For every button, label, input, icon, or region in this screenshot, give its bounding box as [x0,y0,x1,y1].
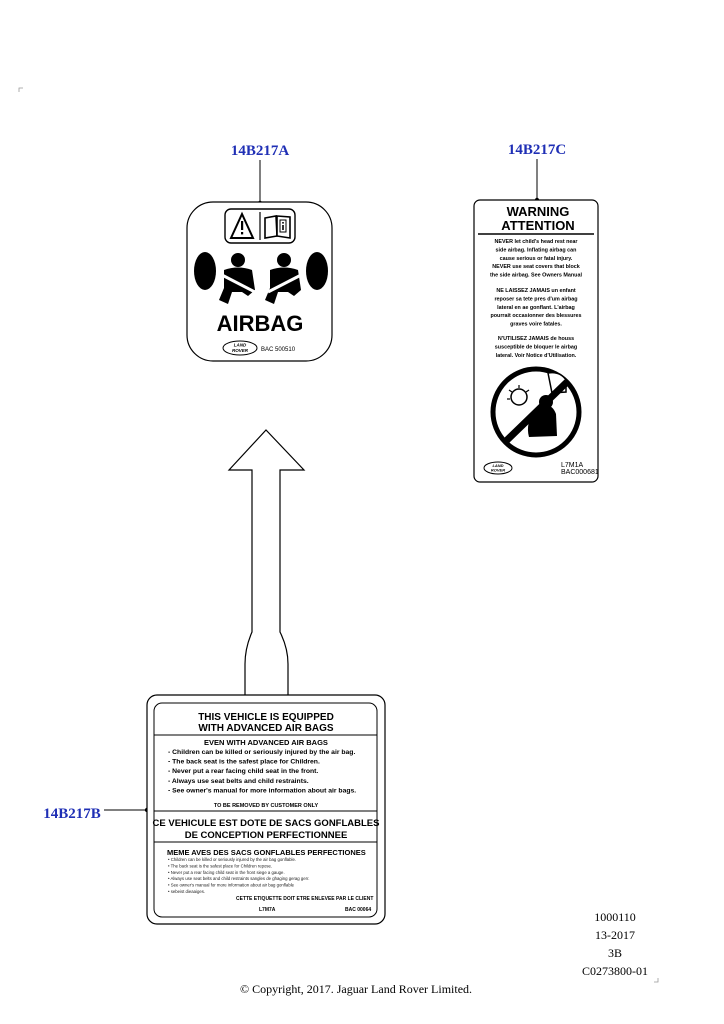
warning-line-french: NE LAISSEZ JAMAIS un enfant [496,288,576,294]
label-heading-french: DE CONCEPTION PERFECTIONNEE [185,830,348,841]
warning-line: the side airbag. See Owners Manual [490,273,582,279]
part-number: BAC 00064 [345,907,371,913]
label-heading: THIS VEHICLE IS EQUIPPED [198,712,334,723]
part-number: BAC 500510 [261,347,296,353]
airbag-text: AIRBAG [217,311,304,336]
warning-text-english: NEVER let child's head rest near side air… [490,239,582,279]
illustration-id: C0273800-01 [582,964,648,978]
warning-bullets-english: - Children can be killed or seriously in… [168,749,356,794]
part-number: BAC000681 [561,469,599,476]
ref-section: 3B [608,946,622,960]
land-rover-logo: LAND ROVER [222,340,258,356]
warning-line: NEVER let child's head rest near [494,239,578,245]
removal-note: TO BE REMOVED BY CUSTOMER ONLY [214,803,319,809]
bullet-item: - The back seat is the safest place for … [168,759,320,766]
attention-title: ATTENTION [501,218,574,233]
label-code: L7M7A [259,907,276,913]
warning-line-french: lateral en ae gonflant. L'airbag [497,305,575,311]
bullet-item: - Children can be killed or seriously in… [168,749,355,756]
land-rover-logo: LAND ROVER [483,461,513,475]
copyright: © Copyright, 2017. Jaguar Land Rover Lim… [240,982,472,996]
install-direction-arrow [227,429,306,695]
owners-manual-icon [264,215,291,239]
ref-date: 13-2017 [595,928,635,942]
warning-line-french: reposer sa tete pres d'um airbag [494,296,577,302]
bullet-item-french: • sebeist dieaaiges. [168,889,205,894]
ref-number: 1000110 [594,910,636,924]
callout-14b217c[interactable]: 14B217C [508,142,566,158]
warning-text-french-1: NE LAISSEZ JAMAIS un enfant reposer sa te… [490,288,581,328]
bullet-item: - Never put a rear facing child seat in … [168,768,318,775]
warning-title: WARNING [507,204,570,219]
label-subheading: EVEN WITH ADVANCED AIR BAGS [204,738,328,747]
label-14b217b: THIS VEHICLE IS EQUIPPED WITH ADVANCED A… [146,694,386,925]
bullet-item-french: • Always use seat belts and child restra… [168,876,309,881]
warning-line: NEVER use seat covers that block [492,264,579,270]
label-subheading-french: MEME AVES DES SACS GONFLABLES PERFECTION… [167,848,366,857]
svg-text:ROVER: ROVER [232,348,249,353]
warning-bullets-french: • Children can be killed or seriously in… [168,857,309,894]
callout-14b217b[interactable]: 14B217B [43,806,101,822]
removal-note-french: CETTE ETIQUETTE DOIT ETRE ENLEVEE PAR LE… [236,896,373,902]
corner-mark [654,978,659,983]
warning-line-french: pourrait occasionner des blessures [490,313,581,319]
warning-line-french: graves voire fatales. [510,322,562,328]
svg-text:LAND: LAND [492,463,503,468]
warning-line: side airbag. Inflating airbag can [496,247,577,253]
no-child-near-airbag-icon [490,366,582,458]
warning-text-french-2: N'UTILISEZ JAMAIS de houss susceptible de… [495,336,577,359]
label-code: L7M1A [561,462,584,469]
warning-line-french: susceptible de bloquer le airbag [495,344,577,350]
bullet-item-french: • Never put a rear facing child seat in … [168,870,285,875]
bullet-item-french: • Children can be killed or seriously in… [168,857,296,862]
corner-mark [18,87,23,92]
label-heading-french: CE VEHICULE EST DOTE DE SACS GONFLABLES [153,818,380,829]
callout-14b217a[interactable]: 14B217A [231,143,290,159]
label-14b217a: AIRBAG LAND ROVER BAC 500510 [186,201,333,362]
bullet-item: - See owner's manual for more informatio… [168,787,356,794]
label-14b217c: WARNING ATTENTION NEVER let child's head… [473,199,599,483]
label-heading: WITH ADVANCED AIR BAGS [198,723,334,734]
svg-text:LAND: LAND [234,343,247,348]
bullet-item: - Always use seat belts and child restra… [168,778,309,785]
bullet-item-french: • The back seat is the safest place for … [168,863,272,868]
airbag-occupants-icon [194,252,328,304]
svg-text:ROVER: ROVER [491,468,505,473]
bullet-item-french: • See owner's manual for more informatio… [168,883,295,888]
warning-line: cause serious or fatal injury. [500,256,573,262]
warning-line-french: lateral. Voir Notice d'Utilisation. [496,353,577,359]
warning-line-french: N'UTILISEZ JAMAIS de houss [498,336,574,342]
